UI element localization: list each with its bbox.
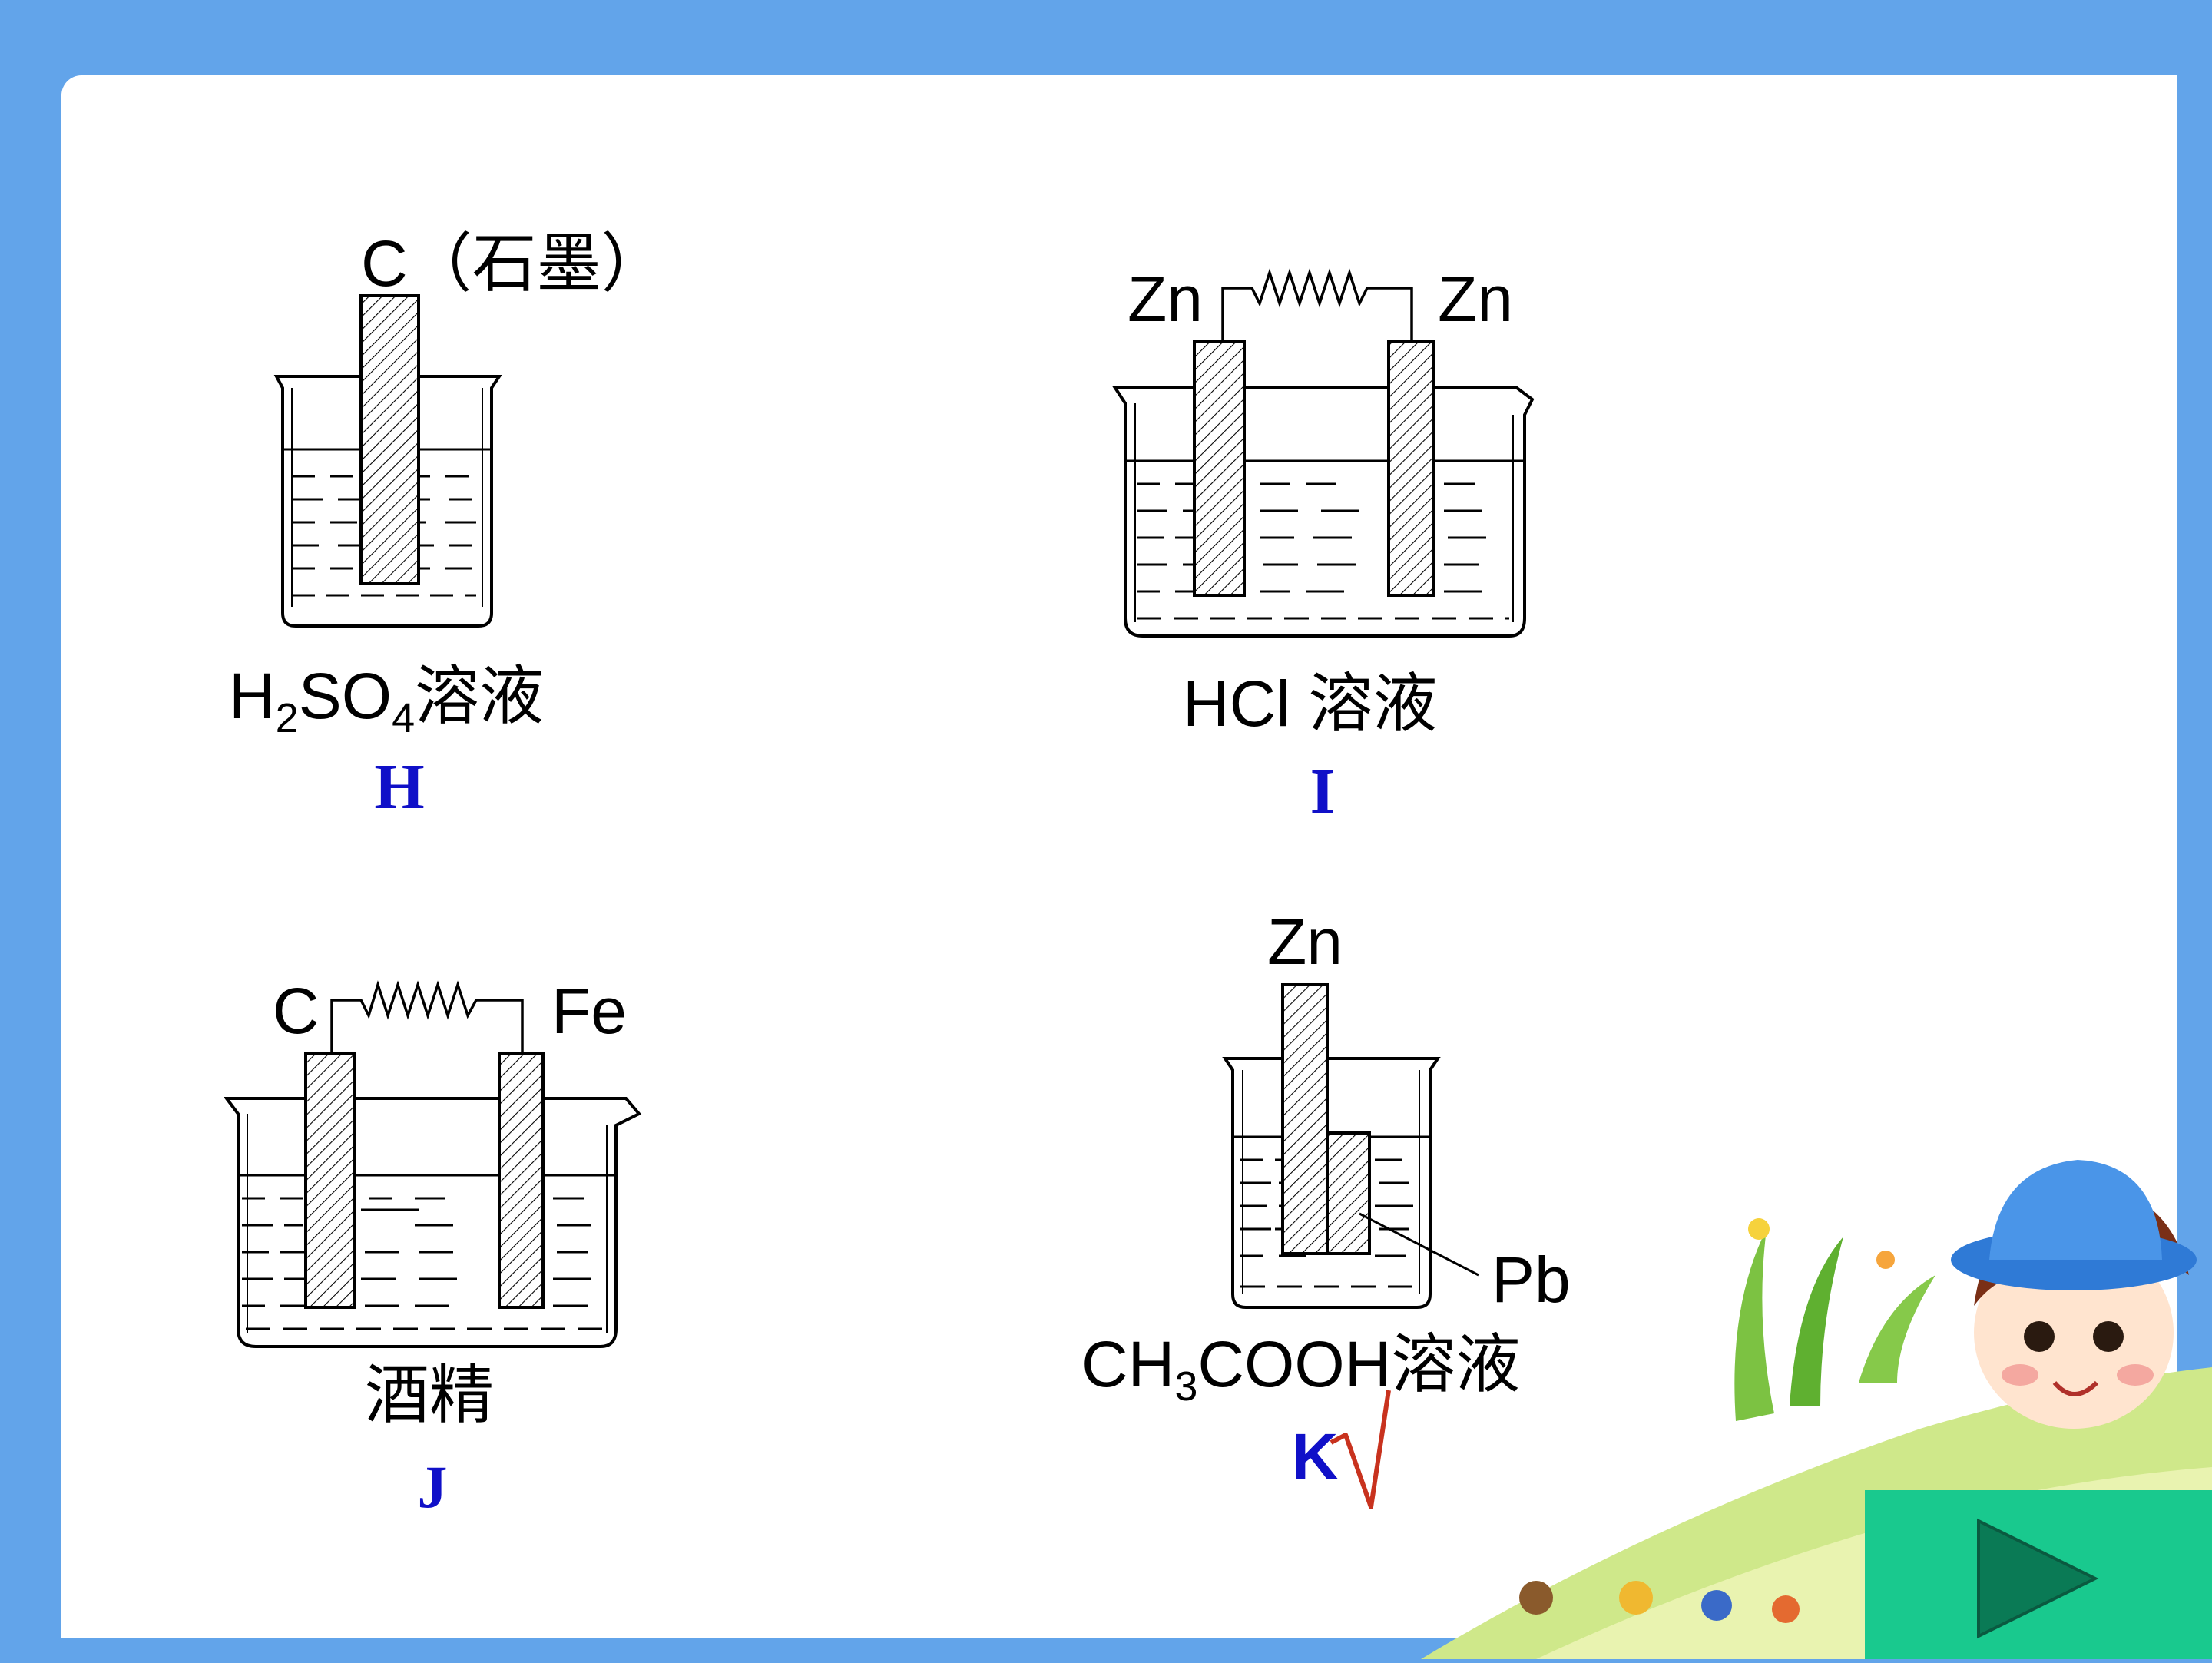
beaker-k-electrode-side-label: Pb [1492,1244,1571,1316]
beaker-i-tag: I [1310,756,1336,827]
beaker-i-electrode-right-label: Zn [1438,263,1513,335]
play-triangle-icon [1977,1518,2099,1639]
beaker-i-electrode-left-label: Zn [1128,263,1203,335]
beaker-k-solution-label: CH3COOH溶液 [1081,1328,1520,1410]
beaker-i-wire-resistor [1221,268,1413,342]
beaker-j-wire-resistor [330,980,524,1054]
beaker-j-electrode-left-label: C [273,975,320,1047]
beaker-k-electrode-zinc [1281,983,1329,1255]
beaker-k-check-mark [1330,1390,1391,1509]
beaker-k: Zn Pb CH3COOH溶液 K [1081,906,1571,1509]
beaker-k-electrode-top-label: Zn [1267,906,1343,978]
next-button[interactable] [1865,1490,2212,1659]
beaker-i-electrode-left [1193,340,1246,597]
beaker-j-electrode-right-label: Fe [551,975,627,1047]
beaker-j-solution-label: 酒精 [365,1357,494,1433]
beaker-k-vessel [1222,1057,1441,1309]
beaker-j: C Fe 酒精 J [224,975,642,1520]
beaker-j-tag: J [418,1453,448,1520]
beaker-h: C（石墨） H2SO4溶液 H [229,227,666,823]
beaker-h-electrode-label: C（石墨） [361,227,666,300]
beaker-i-vessel [1112,386,1535,638]
beaker-j-liquid-dashes [242,1197,611,1330]
beaker-k-tag: K [1292,1420,1339,1492]
beaker-i-solution-label: HCl 溶液 [1183,668,1437,740]
beaker-k-lead-pointer [1359,1212,1479,1277]
beaker-h-solution-label: H2SO4溶液 [229,658,544,741]
beaker-i: Zn Zn HCl 溶液 I [1112,263,1535,827]
beaker-j-electrode-carbon [304,1052,356,1309]
beaker-k-electrode-lead [1326,1131,1371,1255]
beaker-i-liquid-dashes [1137,482,1509,620]
beaker-i-electrode-right [1387,340,1435,597]
beaker-j-vessel [224,1097,642,1348]
beaker-j-electrode-iron [498,1052,545,1309]
beaker-h-electrode-graphite [359,294,420,585]
beaker-h-tag: H [374,751,424,823]
beaker-h-vessel [273,375,502,628]
